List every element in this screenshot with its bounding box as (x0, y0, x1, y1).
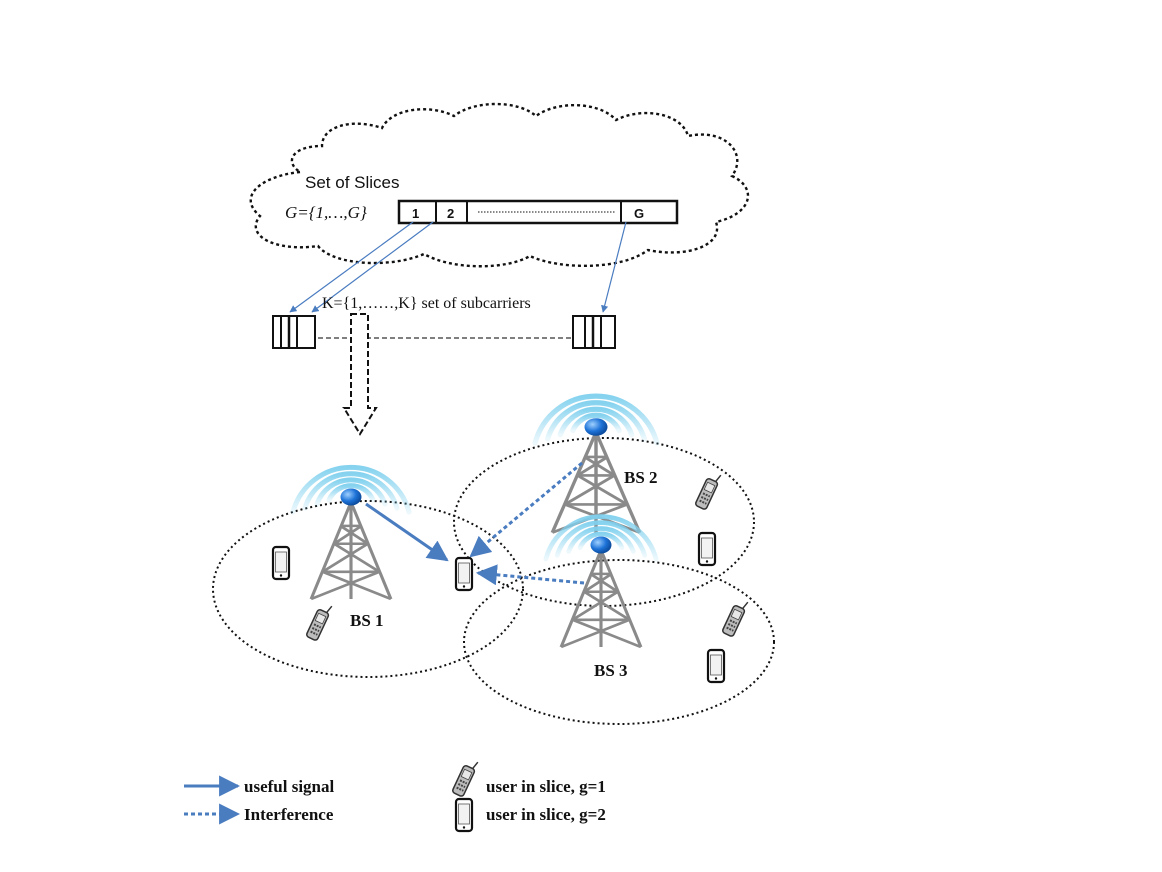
bs3-label: BS 3 (594, 661, 628, 680)
useful-signal-arrow (365, 502, 449, 562)
subcarrier-row: K={1,……,K} set of subcarriers (272, 295, 616, 436)
legend: useful signal Interference user in slice… (184, 756, 606, 833)
slice-bar: 1 2 G (397, 199, 679, 225)
interference-arrow-bs3 (475, 564, 585, 586)
bs1-label: BS 1 (350, 611, 384, 630)
legend-featurephone-icon (451, 756, 480, 798)
user-featurephone-bs2 (694, 469, 723, 511)
cloud-outline (249, 102, 750, 268)
subcarrier-group-right (572, 315, 616, 349)
legend-smartphone-icon (454, 797, 474, 833)
user-featurephone-bs3 (721, 596, 750, 638)
subcarriers-label: K={1,……,K} set of subcarriers (322, 295, 531, 312)
slice-cell-G: G (634, 206, 644, 221)
slices-set-label: G={1,…,G} (285, 203, 367, 222)
slice-cell-1: 1 (412, 206, 419, 221)
subcarrier-group-left (272, 315, 316, 349)
tower-icon (309, 486, 393, 601)
tower-icon (559, 534, 643, 649)
cell-boundary-bs1 (212, 500, 524, 678)
interference-arrow-bs2 (469, 461, 583, 558)
slice-cell-2: 2 (447, 206, 454, 221)
legend-useful-signal-label: useful signal (244, 777, 334, 796)
base-station-1 (293, 467, 409, 601)
allocation-arrow (342, 313, 378, 436)
cell-boundary-bs3 (463, 559, 775, 725)
user-featurephone-bs1 (305, 600, 334, 642)
bs2-label: BS 2 (624, 468, 658, 487)
slices-cloud: Set of Slices G={1,…,G} 1 2 G (249, 102, 750, 268)
user-smartphone-bs3 (706, 648, 726, 684)
user-smartphone-bs1 (271, 545, 291, 581)
legend-interference-label: Interference (244, 805, 334, 824)
user-smartphone-target (454, 556, 474, 592)
base-station-2 (535, 396, 657, 535)
legend-user-slice-2-label: user in slice, g=2 (486, 805, 606, 824)
cell-boundary-bs2 (453, 437, 755, 607)
slices-title: Set of Slices (305, 173, 400, 192)
legend-user-slice-1-label: user in slice, g=1 (486, 777, 606, 796)
user-smartphone-bs2 (697, 531, 717, 567)
slice-mapping-arrows (289, 221, 627, 313)
